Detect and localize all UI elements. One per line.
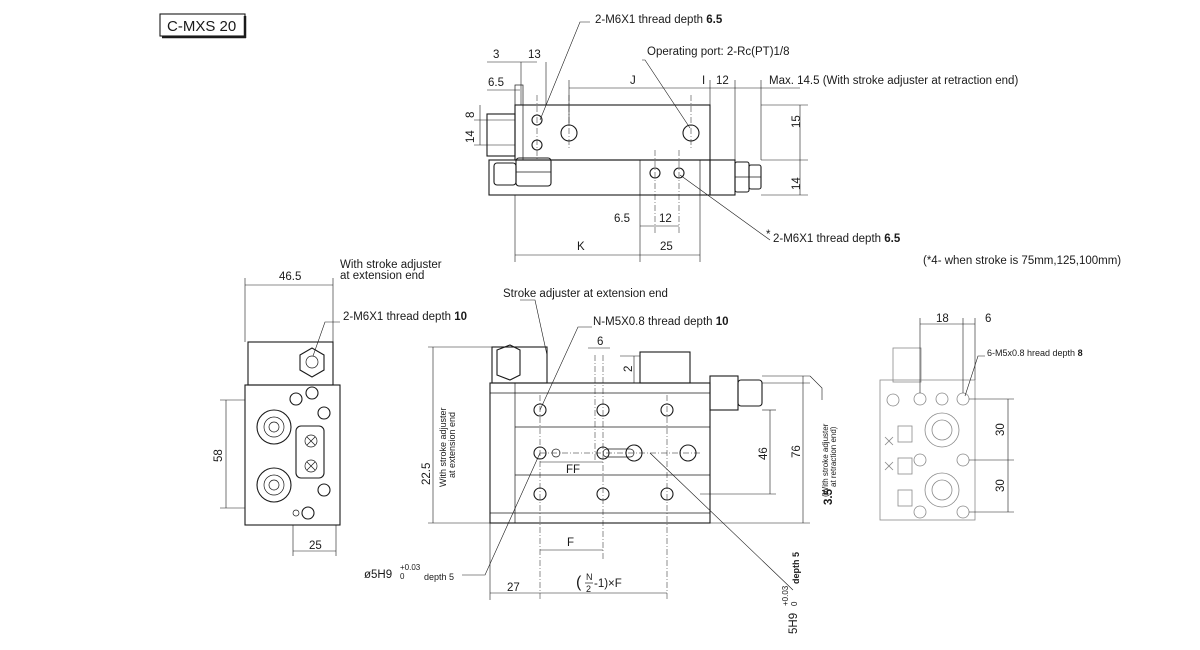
dim-12-bottom: 12 bbox=[659, 213, 672, 225]
formula-rest: -1)×F bbox=[594, 578, 622, 590]
label-hole-right-tol-upper: +0.03 bbox=[781, 585, 790, 606]
dim-J: J bbox=[630, 75, 636, 87]
formula-2: 2 bbox=[586, 584, 591, 594]
dim-6-5-bottom: 6.5 bbox=[614, 213, 630, 225]
right-view: 18 6 30 30 6-M5x0.8 hread depth 8 bbox=[879, 313, 1083, 521]
dim-30-bottom: 30 bbox=[995, 479, 1007, 492]
label-adj-ext-front: Stroke adjuster at extension end bbox=[503, 288, 668, 300]
dim-K: K bbox=[577, 241, 585, 253]
label-thread-right: 6-M5x0.8 hread depth 8 bbox=[987, 348, 1083, 358]
dim-76: 76 bbox=[791, 445, 803, 458]
dim-22-5: 22.5 bbox=[421, 463, 433, 485]
dim-14-left: 14 bbox=[465, 130, 477, 143]
label-hole-left-tol-lower: 0 bbox=[400, 572, 405, 581]
dim-58: 58 bbox=[213, 449, 225, 462]
label-star: * bbox=[766, 229, 771, 241]
label-thread-bottom: 2-M6X1 thread depth 6.5 bbox=[773, 233, 901, 245]
dim-46: 46 bbox=[758, 447, 770, 460]
label-hole-right: 5H9 bbox=[788, 613, 800, 634]
dim-F: F bbox=[567, 537, 574, 549]
dim-14-right: 14 bbox=[791, 177, 803, 190]
formula-N: N bbox=[586, 572, 593, 582]
dim-12: 12 bbox=[716, 75, 729, 87]
model-name: C-MXS 20 bbox=[167, 18, 236, 35]
label-adj-ext-line2: at extension end bbox=[340, 270, 424, 282]
dim-27: 27 bbox=[507, 582, 520, 594]
dim-6-right: 6 bbox=[985, 313, 991, 325]
dim-I: I bbox=[702, 75, 705, 87]
dim-8: 8 bbox=[465, 112, 477, 118]
label-max-note: Max. 14.5 (With stroke adjuster at retra… bbox=[769, 75, 1018, 87]
label-thread-front: N-M5X0.8 thread depth 10 bbox=[593, 316, 729, 328]
label-hole-right-depth: depth 5 bbox=[791, 552, 801, 584]
top-view: 3 13 6.5 J I 12 8 14 15 14 6.5 12 K 25 bbox=[465, 14, 1121, 267]
dim-13: 13 bbox=[528, 49, 541, 61]
label-vert-retr-line1: (With stroke adjuster bbox=[821, 423, 830, 497]
dim-25-left: 25 bbox=[309, 540, 322, 552]
label-footnote: (*4- when stroke is 75mm,125,100mm) bbox=[923, 255, 1121, 267]
dim-25: 25 bbox=[660, 241, 673, 253]
label-thread-left: 2-M6X1 thread depth 10 bbox=[343, 311, 467, 323]
label-hole-left: ø5H9 bbox=[364, 569, 392, 581]
label-vert-adj-line2: at extension end bbox=[447, 412, 457, 478]
dim-FF: FF bbox=[566, 464, 580, 476]
dim-6-5: 6.5 bbox=[488, 77, 504, 89]
label-hole-left-depth: depth 5 bbox=[424, 572, 454, 582]
dim-18: 18 bbox=[936, 313, 949, 325]
label-operating-port: Operating port: 2-Rc(PT)1/8 bbox=[647, 46, 790, 58]
dim-30-top: 30 bbox=[995, 423, 1007, 436]
label-hole-right-tol-lower: 0 bbox=[790, 601, 799, 606]
model-tag: C-MXS 20 bbox=[159, 13, 247, 39]
dim-2: 2 bbox=[623, 366, 635, 372]
label-adj-ext-line1: With stroke adjuster bbox=[340, 259, 442, 271]
dim-3: 3 bbox=[493, 49, 499, 61]
label-hole-left-tol-upper: +0.03 bbox=[400, 563, 421, 572]
dim-46-5: 46.5 bbox=[279, 271, 301, 283]
dim-3-5: 3.5 bbox=[823, 488, 835, 505]
dim-6-front: 6 bbox=[597, 336, 603, 348]
front-view: 6 2 22.5 With stroke adjuster at extensi… bbox=[364, 288, 838, 634]
label-thread-top: 2-M6X1 thread depth 6.5 bbox=[595, 14, 723, 26]
label-vert-adj-line1: With stroke adjuster bbox=[438, 407, 448, 487]
formula: ( bbox=[576, 574, 582, 591]
label-vert-retr-line2: at retraction end) bbox=[829, 426, 838, 487]
dim-15: 15 bbox=[791, 115, 803, 128]
left-view: 46.5 58 25 With stroke adjuster at exten… bbox=[213, 259, 467, 556]
